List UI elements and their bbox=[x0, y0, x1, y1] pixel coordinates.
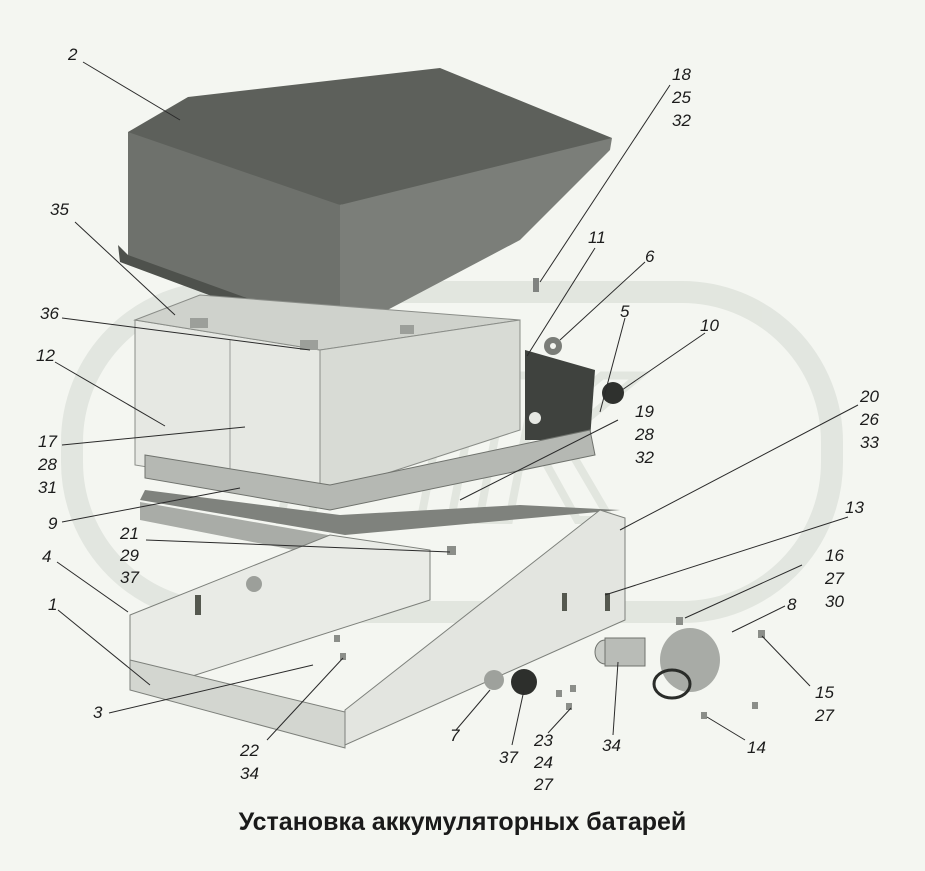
callout-16: 16 bbox=[825, 546, 844, 565]
plug-34 bbox=[594, 637, 646, 667]
callout-22: 22 bbox=[239, 741, 259, 760]
callout-34a: 34 bbox=[240, 764, 259, 783]
callout-14: 14 bbox=[747, 738, 766, 757]
callout-8: 8 bbox=[787, 595, 797, 614]
callout-28b: 28 bbox=[634, 425, 654, 444]
callout-27c: 27 bbox=[533, 775, 553, 794]
callout-13: 13 bbox=[845, 498, 864, 517]
callout-5: 5 bbox=[620, 302, 630, 321]
callout-19: 19 bbox=[635, 402, 654, 421]
callout-37a: 37 bbox=[120, 568, 139, 587]
screws bbox=[334, 546, 765, 719]
leader-lines bbox=[54, 61, 859, 746]
callout-3: 3 bbox=[93, 703, 103, 722]
callout-35: 35 bbox=[50, 200, 69, 219]
connector-7 bbox=[484, 670, 504, 690]
washer-6 bbox=[544, 337, 562, 355]
battery-block bbox=[133, 294, 521, 496]
callout-31: 31 bbox=[38, 478, 57, 497]
callout-9: 9 bbox=[48, 514, 58, 533]
callout-32: 32 bbox=[672, 111, 691, 130]
callout-30: 30 bbox=[825, 592, 844, 611]
callout-32b: 32 bbox=[635, 448, 654, 467]
cap-10 bbox=[602, 382, 624, 404]
battery-holder bbox=[140, 350, 620, 560]
callout-21: 21 bbox=[119, 524, 139, 543]
callout-25: 25 bbox=[671, 88, 691, 107]
callout-23: 23 bbox=[533, 731, 553, 750]
callout-2: 2 bbox=[67, 45, 78, 64]
callout-36: 36 bbox=[40, 304, 59, 323]
callout-10: 10 bbox=[700, 316, 719, 335]
callout-37b: 37 bbox=[499, 748, 518, 767]
callout-27a: 27 bbox=[824, 569, 844, 588]
callout-34b: 34 bbox=[602, 736, 621, 755]
callout-6: 6 bbox=[645, 247, 655, 266]
callout-27b: 27 bbox=[814, 706, 834, 725]
callout-4: 4 bbox=[42, 547, 51, 566]
lower-frame bbox=[129, 509, 626, 749]
callout-26: 26 bbox=[859, 410, 879, 429]
callout-20: 20 bbox=[859, 387, 879, 406]
callout-15: 15 bbox=[815, 683, 834, 702]
callout-28a: 28 bbox=[37, 455, 57, 474]
callout-17: 17 bbox=[38, 432, 57, 451]
callout-labels: 2 18 25 32 35 11 6 5 10 36 12 17 28 31 1… bbox=[36, 45, 879, 794]
callout-29: 29 bbox=[119, 546, 139, 565]
callout-12: 12 bbox=[36, 346, 55, 365]
cap-8 bbox=[652, 628, 720, 700]
callout-1: 1 bbox=[48, 595, 57, 614]
callout-7: 7 bbox=[450, 726, 460, 745]
bolt-18 bbox=[533, 278, 539, 292]
diagram-caption: Установка аккумуляторных батарей bbox=[238, 808, 687, 836]
callout-24: 24 bbox=[533, 753, 553, 772]
callout-33: 33 bbox=[860, 433, 879, 452]
callout-11: 11 bbox=[588, 228, 606, 247]
connector-37 bbox=[511, 669, 537, 695]
callout-18: 18 bbox=[672, 65, 691, 84]
